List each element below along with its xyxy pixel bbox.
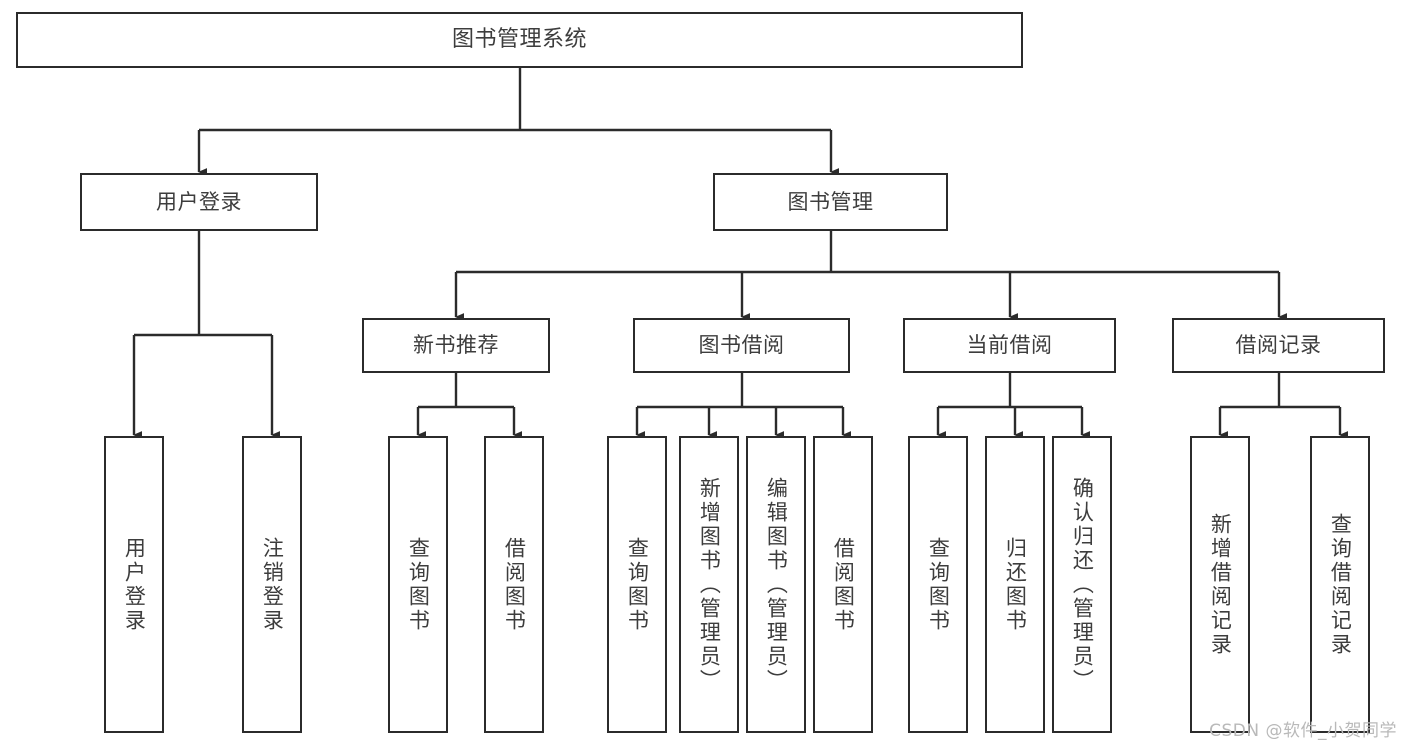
node-leaf-query-record[interactable]: 查询借阅记录 <box>1310 436 1370 733</box>
node-label: 借阅记录 <box>1235 333 1322 358</box>
node-label: 借阅图书 <box>831 536 856 633</box>
node-leaf-query-book-cur[interactable]: 查询图书 <box>908 436 968 733</box>
node-leaf-return-book[interactable]: 归还图书 <box>985 436 1045 733</box>
node-label: 用户登录 <box>122 536 147 633</box>
node-label: 查询借阅记录 <box>1328 512 1353 657</box>
node-book-manage[interactable]: 图书管理 <box>713 173 948 231</box>
node-label: 注销登录 <box>260 536 285 633</box>
node-user-login[interactable]: 用户登录 <box>80 173 318 231</box>
node-label: 借阅图书 <box>502 536 527 633</box>
node-label: 归还图书 <box>1003 536 1028 633</box>
node-leaf-logout[interactable]: 注销登录 <box>242 436 302 733</box>
node-label: 用户登录 <box>156 189 242 214</box>
node-label: 新增图书（管理员） <box>697 476 722 693</box>
node-label: 新书推荐 <box>413 333 499 358</box>
node-label: 编辑图书（管理员） <box>764 476 789 693</box>
node-leaf-user-login[interactable]: 用户登录 <box>104 436 164 733</box>
node-new-book-recommend[interactable]: 新书推荐 <box>362 318 550 373</box>
node-root[interactable]: 图书管理系统 <box>16 12 1023 68</box>
node-label: 图书管理系统 <box>451 27 587 53</box>
node-borrow-record[interactable]: 借阅记录 <box>1172 318 1385 373</box>
node-book-borrow[interactable]: 图书借阅 <box>633 318 850 373</box>
node-label: 查询图书 <box>926 536 951 633</box>
node-leaf-borrow-book[interactable]: 借阅图书 <box>813 436 873 733</box>
node-label: 确认归还（管理员） <box>1070 476 1095 693</box>
node-label: 图书借阅 <box>698 333 785 358</box>
node-label: 查询图书 <box>406 536 431 633</box>
node-label: 图书管理 <box>787 189 874 214</box>
node-leaf-add-record[interactable]: 新增借阅记录 <box>1190 436 1250 733</box>
node-label: 当前借阅 <box>966 333 1053 358</box>
node-current-borrow[interactable]: 当前借阅 <box>903 318 1116 373</box>
node-label: 新增借阅记录 <box>1208 512 1233 657</box>
node-label: 查询图书 <box>625 536 650 633</box>
node-leaf-edit-book[interactable]: 编辑图书（管理员） <box>746 436 806 733</box>
connector-group <box>132 68 1348 439</box>
node-leaf-query-book-borrow[interactable]: 查询图书 <box>607 436 667 733</box>
node-leaf-confirm-return[interactable]: 确认归还（管理员） <box>1052 436 1112 733</box>
node-leaf-query-book-rec[interactable]: 查询图书 <box>388 436 448 733</box>
node-leaf-add-book[interactable]: 新增图书（管理员） <box>679 436 739 733</box>
node-leaf-borrow-book-rec[interactable]: 借阅图书 <box>484 436 544 733</box>
